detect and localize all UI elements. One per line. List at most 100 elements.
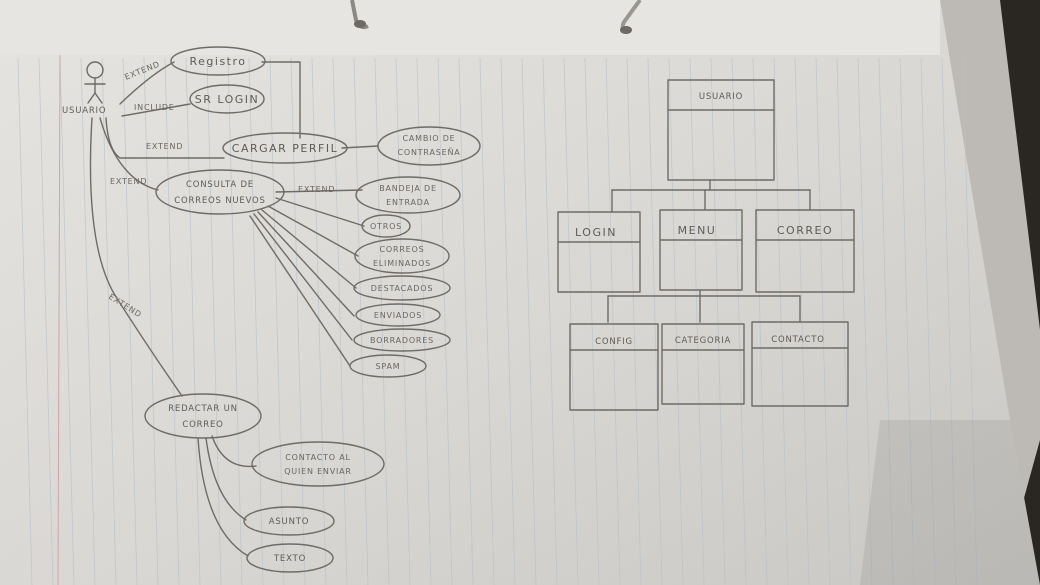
svg-text:SR LOGIN: SR LOGIN xyxy=(195,93,260,106)
svg-text:CONTRASEÑA: CONTRASEÑA xyxy=(397,147,460,157)
page-shadow xyxy=(860,420,1040,585)
usecase-sr-login: SR LOGIN xyxy=(189,84,265,114)
actor-label: USUARIO xyxy=(62,106,106,116)
rule-line xyxy=(458,57,474,585)
rule-line xyxy=(563,57,579,585)
class-menu: MENU xyxy=(659,209,743,291)
use-case-diagram: USUARIO EXTEND INCLUDE EXTEND EXTEND EX xyxy=(62,46,481,573)
class-categoria: CATEGORIA xyxy=(661,323,745,405)
relation-include-login: INCLUDE xyxy=(134,103,175,112)
connector-lines xyxy=(89,61,379,557)
class-diagram: USUARIO LOGIN MENU CORREO xyxy=(557,79,855,411)
svg-text:CARGAR PERFIL: CARGAR PERFIL xyxy=(232,142,338,155)
rule-line xyxy=(290,57,306,585)
svg-text:ELIMINADOS: ELIMINADOS xyxy=(373,259,431,268)
relation-extend-consulta: EXTEND xyxy=(110,177,147,186)
svg-text:TEXTO: TEXTO xyxy=(273,554,306,564)
rule-line xyxy=(185,57,201,585)
svg-text:CONSULTA DE: CONSULTA DE xyxy=(186,180,254,190)
svg-text:CORREO: CORREO xyxy=(182,420,223,430)
rule-line xyxy=(332,57,348,585)
rule-line xyxy=(920,57,936,585)
svg-text:BORRADORES: BORRADORES xyxy=(370,336,434,345)
rule-line xyxy=(38,57,54,585)
relation-extend-bandeja: EXTEND xyxy=(298,185,335,194)
rule-line xyxy=(206,57,222,585)
binder-ring-left xyxy=(350,0,369,30)
rule-line xyxy=(164,57,180,585)
class-contacto: CONTACTO xyxy=(751,321,849,407)
svg-text:OTROS: OTROS xyxy=(370,222,402,231)
svg-text:CORREOS: CORREOS xyxy=(379,245,424,254)
class-correo: CORREO xyxy=(755,209,855,293)
rule-line xyxy=(941,57,957,585)
rule-line xyxy=(311,57,327,585)
usecase-correos-eliminados: CORREOS ELIMINADOS xyxy=(354,238,450,274)
rule-line xyxy=(248,57,264,585)
rule-line xyxy=(59,57,75,585)
svg-text:QUIEN ENVIAR: QUIEN ENVIAR xyxy=(284,467,352,476)
binder-ring-right xyxy=(620,0,642,34)
rule-line xyxy=(584,57,600,585)
rule-line xyxy=(878,57,894,585)
usecase-cargar-perfil: CARGAR PERFIL xyxy=(222,132,348,164)
usecase-texto: TEXTO xyxy=(246,543,334,573)
svg-text:ASUNTO: ASUNTO xyxy=(269,517,309,527)
svg-text:CORREOS NUEVOS: CORREOS NUEVOS xyxy=(174,196,266,206)
class-login: LOGIN xyxy=(557,211,641,293)
usecase-destacados: DESTACADOS xyxy=(353,275,451,301)
usecase-spam: SPAM xyxy=(349,354,427,378)
svg-text:CORREO: CORREO xyxy=(777,224,833,237)
svg-text:CONFIG: CONFIG xyxy=(595,337,633,347)
svg-text:SPAM: SPAM xyxy=(376,362,401,371)
svg-text:USUARIO: USUARIO xyxy=(699,92,743,102)
rule-line xyxy=(962,57,978,585)
rule-line xyxy=(479,57,495,585)
rule-line xyxy=(668,57,684,585)
rule-line xyxy=(500,57,516,585)
usecase-borradores: BORRADORES xyxy=(353,328,451,352)
rule-line xyxy=(17,57,33,585)
rule-line xyxy=(416,57,432,585)
class-config: CONFIG xyxy=(569,323,659,411)
rule-line xyxy=(122,57,138,585)
rule-line xyxy=(899,57,915,585)
class-usuario: USUARIO xyxy=(667,79,775,181)
usecase-bandeja-entrada: BANDEJA DE ENTRADA xyxy=(355,176,461,214)
class-connectors-1 xyxy=(611,179,811,213)
rule-line xyxy=(227,57,243,585)
rule-line xyxy=(101,57,117,585)
usecase-asunto: ASUNTO xyxy=(243,506,335,536)
rule-line xyxy=(395,57,411,585)
rule-line xyxy=(353,57,369,585)
rule-line xyxy=(437,57,453,585)
rule-line xyxy=(542,57,558,585)
svg-text:CONTACTO: CONTACTO xyxy=(771,335,824,345)
rule-line xyxy=(521,57,537,585)
rule-line xyxy=(605,57,621,585)
rule-line xyxy=(143,57,159,585)
svg-text:CONTACTO AL: CONTACTO AL xyxy=(285,453,351,462)
relation-extend-perfil: EXTEND xyxy=(146,142,183,151)
svg-text:CAMBIO DE: CAMBIO DE xyxy=(402,134,455,143)
ruled-lines xyxy=(17,57,978,585)
usecase-enviados: ENVIADOS xyxy=(355,303,441,327)
svg-text:CATEGORIA: CATEGORIA xyxy=(675,336,731,346)
paper-top-strip xyxy=(0,0,940,55)
rule-line xyxy=(857,57,873,585)
rule-line xyxy=(710,57,726,585)
svg-text:ENVIADOS: ENVIADOS xyxy=(374,311,422,320)
svg-text:REDACTAR UN: REDACTAR UN xyxy=(168,404,238,414)
svg-text:DESTACADOS: DESTACADOS xyxy=(371,284,433,293)
usecase-registro: Registro xyxy=(170,46,266,76)
rule-line xyxy=(731,57,747,585)
svg-text:ENTRADA: ENTRADA xyxy=(386,198,430,207)
svg-text:MENU: MENU xyxy=(678,224,717,237)
svg-text:Registro: Registro xyxy=(189,55,246,68)
usecase-redactar-correo: REDACTAR UN CORREO xyxy=(144,393,262,439)
margin-line xyxy=(57,54,61,585)
usecase-cambio-contrasena: CAMBIO DE CONTRASEÑA xyxy=(377,126,481,166)
usecase-otros: OTROS xyxy=(361,214,411,238)
